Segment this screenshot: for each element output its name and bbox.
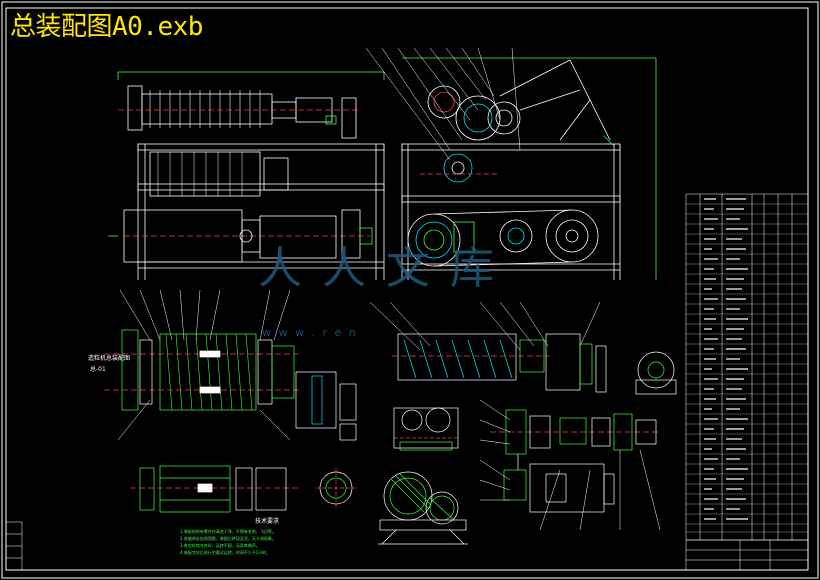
tech-requirements-heading: 技术要求 [255, 518, 280, 525]
tech-requirement-line: 2.各轴承处加润滑脂，装配后转动灵活，无卡滞现象。 [180, 536, 276, 541]
tech-requirement-line: 1.装配前所有零件应清洗干净，不得有毛刺、飞边等。 [180, 529, 276, 534]
drive-shaft-assembly [490, 409, 660, 513]
tech-requirements: 1.装配前所有零件应清洗干净，不得有毛刺、飞边等。 2.各轴承处加润滑脂，装配后… [180, 528, 340, 556]
roller-section [104, 329, 357, 441]
pulley-assembly [378, 471, 468, 545]
leader-lines-bottom [117, 399, 661, 531]
tech-requirement-line: 3.各齿轮啮合良好，运转平稳，无异常噪声。 [180, 543, 260, 548]
sheet-number: 总-01 [90, 366, 106, 373]
watermark-text: 人人文库 [258, 243, 514, 294]
gearbox [393, 407, 459, 451]
lower-section [130, 465, 356, 513]
leader-lines-top [119, 47, 601, 351]
revision-block [5, 521, 23, 571]
screw-conveyor [392, 333, 677, 395]
watermark-url: w w w . r e n [262, 326, 358, 339]
front-view [108, 71, 385, 280]
file-title: 总装配图A0.exb [10, 12, 203, 42]
side-view [401, 57, 657, 280]
parts-list-table [685, 193, 809, 571]
drawing-name: 造粒机总装配图 [88, 355, 131, 362]
tech-requirement-line: 4.装配完毕后进行空载试运转，时间不少于2小时。 [180, 550, 271, 555]
